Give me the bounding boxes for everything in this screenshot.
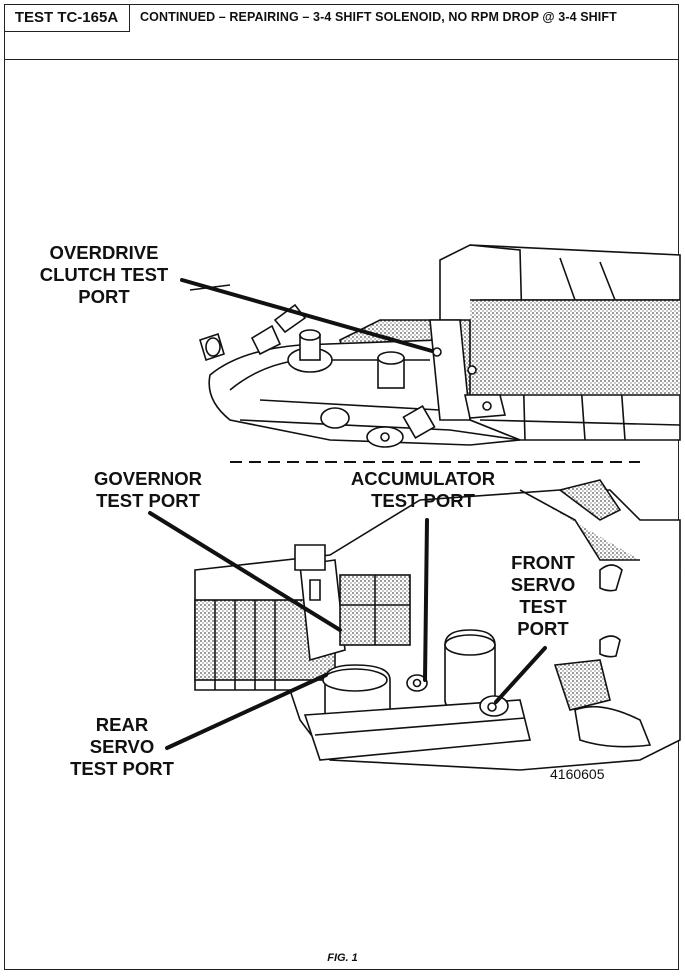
label-line: FRONT [511, 552, 575, 573]
overdrive-housing-drawing [189, 244, 681, 448]
label-line: TEST PORT [70, 758, 174, 779]
transmission-case-drawing [194, 479, 681, 771]
overdrive-leader [180, 278, 434, 353]
label-line: TEST [519, 596, 567, 617]
label-line: TEST PORT [371, 490, 475, 511]
label-line: CLUTCH TEST [39, 264, 169, 285]
accumulator-test-port-label: ACCUMULATOR TEST PORT [335, 468, 511, 512]
header-title: CONTINUED – REPAIRING – 3-4 SHIFT SOLENO… [140, 10, 617, 24]
label-line: GOVERNOR [94, 468, 202, 489]
front-servo-leader [494, 646, 547, 704]
label-line: ACCUMULATOR [350, 468, 496, 489]
header-bar [4, 4, 679, 60]
figure-caption: FIG. 1 [327, 952, 358, 964]
rear-servo-leader [165, 673, 328, 750]
label-line: PORT [78, 286, 130, 307]
test-id-box: TEST TC-165A [4, 4, 130, 32]
page-frame [4, 4, 679, 970]
governor-test-port-label: GOVERNOR TEST PORT [78, 468, 218, 512]
part-number: 4160605 [550, 766, 605, 782]
leader-lines [148, 278, 547, 750]
label-line: TEST PORT [96, 490, 200, 511]
accumulator-leader [423, 518, 429, 682]
label-line: OVERDRIVE [49, 242, 159, 263]
rear-servo-test-port-label: REAR SERVO TEST PORT [58, 714, 186, 780]
overdrive-clutch-test-port-label: OVERDRIVE CLUTCH TEST PORT [28, 242, 180, 308]
label-line: SERVO [510, 574, 576, 595]
label-line: PORT [517, 618, 569, 639]
label-line: REAR [95, 714, 149, 735]
governor-leader [148, 511, 342, 632]
label-line: SERVO [89, 736, 155, 757]
front-servo-test-port-label: FRONT SERVO TEST PORT [500, 552, 586, 640]
